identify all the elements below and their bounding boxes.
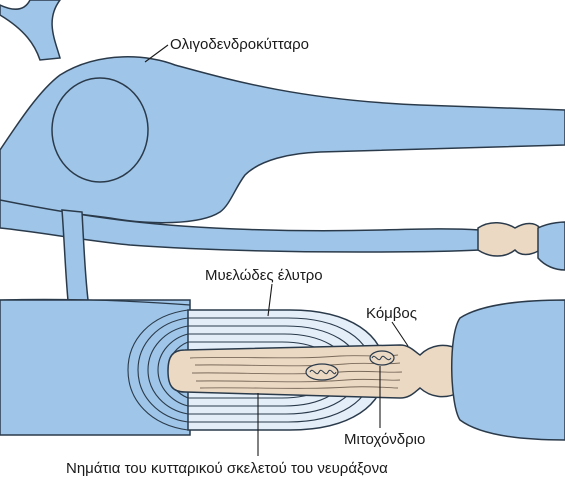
node-label: Κόμβος — [366, 306, 417, 321]
mitochondrion-label: Μιτοχόνδριο — [344, 432, 425, 447]
myelin-sheath-label: Μυελώδες έλυτρο — [205, 268, 323, 283]
axon-core — [168, 345, 460, 398]
axon-segment-left — [0, 299, 190, 435]
oligodendrocyte-label: Ολιγοδενδροκύτταρο — [170, 37, 309, 52]
mitochondrion-1 — [306, 364, 338, 380]
axon-segment-right — [452, 300, 565, 440]
cytoskeleton-label: Νημάτια του κυτταρικού σκελετού του νευρ… — [66, 461, 388, 476]
mitochondrion-2 — [370, 351, 394, 365]
